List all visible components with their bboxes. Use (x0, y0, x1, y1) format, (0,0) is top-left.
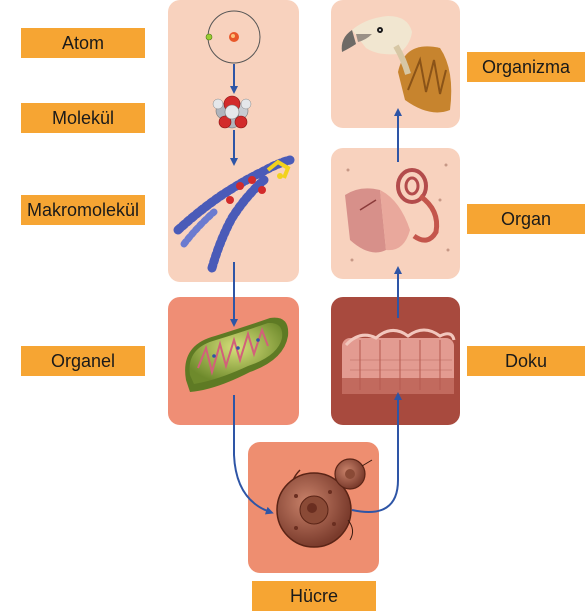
molecule-icon (213, 96, 251, 128)
label-hucre-text: Hücre (290, 586, 338, 606)
tissue-icon (342, 330, 454, 394)
label-molekul: Molekül (21, 103, 145, 133)
label-organel: Organel (21, 346, 145, 376)
label-hucre: Hücre (252, 581, 376, 611)
label-doku: Doku (467, 346, 585, 376)
ear-icon (345, 164, 450, 262)
label-organ: Organ (467, 204, 585, 234)
arrow-organelle-cell (234, 395, 270, 512)
label-doku-text: Doku (505, 351, 547, 371)
label-organizma: Organizma (467, 52, 585, 82)
label-organel-text: Organel (51, 351, 115, 371)
label-organ-text: Organ (501, 209, 551, 229)
label-organizma-text: Organizma (482, 57, 570, 77)
arrow-cell-tissue (352, 396, 398, 512)
label-makromolekul-text: Makromolekül (27, 200, 139, 220)
label-atom-text: Atom (62, 33, 104, 53)
flow-arrows (234, 64, 398, 512)
vulture-icon (342, 16, 452, 112)
label-molekul-text: Molekül (52, 108, 114, 128)
atom-icon (206, 11, 260, 63)
macromolecule-icon (178, 160, 290, 268)
cell-icon (277, 459, 372, 547)
mitochondrion-icon (185, 318, 288, 392)
label-atom: Atom (21, 28, 145, 58)
label-makromolekul: Makromolekül (21, 195, 145, 225)
